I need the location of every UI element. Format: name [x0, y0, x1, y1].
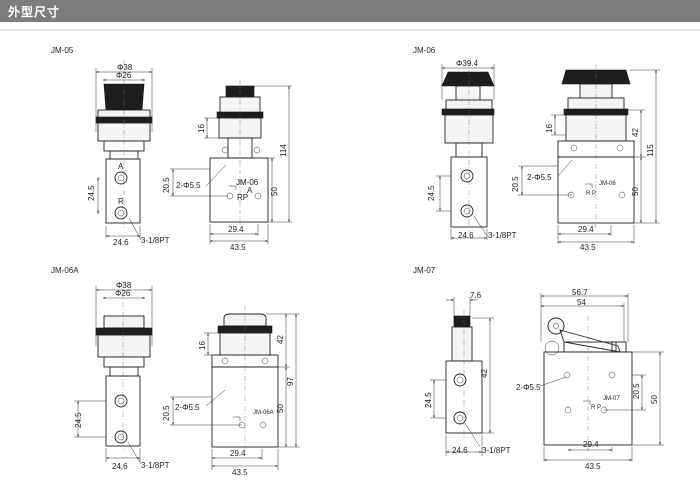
jm07-label-rp: R P [591, 405, 601, 411]
jm05-label-model: JM-06 [236, 178, 259, 187]
jm07-dim-56-7: 56.7 [572, 288, 588, 297]
jm07-label-model: JM-07 [603, 396, 620, 402]
jm06a-dim-24-5: 24.5 [74, 412, 83, 428]
jm05-title: JM-05 [51, 46, 74, 55]
jm06-dim-42: 42 [631, 128, 640, 137]
jm06-side-view: JM-06 R P 16 115 42 50 20.5 2-Φ5.5 29.4 … [511, 64, 660, 252]
jm07-front-view: 7.6 42 24.5 24.6 3-1/8PT [424, 291, 511, 456]
jm07-dim-20-5: 20.5 [632, 383, 641, 399]
jm05-dim-16: 16 [197, 124, 206, 133]
jm06a-dim-97: 97 [286, 377, 295, 386]
jm06a-dim-42: 42 [276, 335, 285, 344]
section-header: 外型尺寸 [0, 0, 700, 22]
jm07-side-view: 56.7 54 JM-07 R P 20.5 50 2-Φ5.5 [516, 288, 664, 471]
jm07-dim-24-5: 24.5 [424, 392, 433, 408]
jm06-thread: 3-1/8PT [488, 231, 517, 240]
jm07-drawing: JM-07 7.6 42 24.5 24.6 3-1/8PT [413, 266, 664, 471]
jm07-dim-29-4: 29.4 [583, 440, 599, 449]
jm06-dim-24-5: 24.5 [427, 185, 436, 201]
jm07-dim-43-5: 43.5 [585, 462, 601, 471]
jm05-port-a: A [118, 162, 124, 171]
jm06-title: JM-06 [413, 46, 436, 55]
jm05-dim-114: 114 [279, 144, 288, 157]
jm05-dia26: Φ26 [116, 71, 132, 80]
jm07-dim-42: 42 [480, 369, 489, 378]
jm07-hole: 2-Φ5.5 [516, 383, 541, 392]
jm06a-dia38: Φ38 [116, 281, 132, 290]
jm06-dim-16: 16 [545, 124, 554, 133]
jm05-side-view: JM-06 A RP 16 114 50 20.5 2-Φ5.5 29.4 43… [162, 80, 292, 252]
jm06a-dim-24-6: 24.6 [112, 462, 128, 471]
jm07-title: JM-07 [413, 266, 436, 275]
jm06a-title: JM-06A [51, 266, 79, 275]
jm06a-hole: 2-Φ5.5 [175, 403, 200, 412]
jm05-label-a: A [247, 186, 253, 195]
jm06-dim-43-5: 43.5 [580, 243, 596, 252]
jm06-dim-115: 115 [646, 144, 655, 157]
jm06-label-rp: R P [586, 191, 596, 197]
jm05-dia38: Φ38 [117, 63, 133, 72]
jm06-front-view: Φ39.4 24.5 24.6 3-1/8PT [427, 59, 517, 240]
jm06-drawing: JM-06 Φ39.4 24.5 24.6 3-1/8PT [413, 46, 660, 252]
jm07-dim-54: 54 [577, 298, 586, 307]
jm06a-drawing: JM-06A Φ38 Φ26 24.5 24.6 3-1/8PT [51, 266, 300, 477]
jm06a-thread: 3-1/8PT [141, 461, 170, 470]
jm06a-side-view: JM-06A 16 97 42 50 20.5 2-Φ5.5 29.4 43.5 [162, 306, 300, 477]
jm05-dim-50: 50 [270, 187, 279, 196]
jm06a-dim-43-5: 43.5 [232, 468, 248, 477]
jm05-dim-24-6: 24.6 [113, 238, 129, 247]
jm06-hole: 2-Φ5.5 [527, 173, 552, 182]
jm06a-dim-50: 50 [276, 404, 285, 413]
jm05-dim-29-4: 29.4 [228, 225, 244, 234]
jm05-port-r: R [118, 197, 124, 206]
jm05-hole: 2-Φ5.5 [176, 181, 201, 190]
jm06-dim-50: 50 [631, 187, 640, 196]
jm05-front-view: Φ38 Φ26 A R 24.5 24.6 3-1/8PT [87, 60, 170, 247]
jm06-dim-29-4: 29.4 [578, 225, 594, 234]
section-title: 外型尺寸 [8, 5, 61, 19]
jm07-dim-50: 50 [650, 395, 659, 404]
jm06a-label-model: JM-06A [253, 410, 274, 416]
jm07-dim-24-6: 24.6 [452, 446, 468, 455]
jm06a-front-view: Φ38 Φ26 24.5 24.6 3-1/8PT [74, 281, 170, 471]
jm06a-dim-20-5: 20.5 [162, 405, 171, 421]
jm05-drawing: JM-05 Φ38 Φ26 A R 24.5 24.6 [51, 46, 292, 252]
jm05-dim-24-5: 24.5 [87, 185, 96, 201]
jm05-dim-20-5: 20.5 [162, 177, 171, 193]
jm07-thread: 3-1/8PT [482, 446, 511, 455]
jm05-label-rp: RP [237, 193, 248, 202]
jm06a-dim-29-4: 29.4 [230, 449, 246, 458]
jm05-thread: 3-1/8PT [141, 236, 170, 245]
jm06-dia39-4: Φ39.4 [456, 59, 479, 68]
jm06a-dim-16: 16 [198, 341, 207, 350]
jm07-dim-7-6: 7.6 [470, 291, 482, 300]
jm06-dim-24-6: 24.6 [458, 231, 474, 240]
jm06-dim-20-5: 20.5 [511, 176, 520, 192]
jm05-dim-43-5: 43.5 [230, 243, 246, 252]
jm06-label-model: JM-06 [599, 181, 616, 187]
